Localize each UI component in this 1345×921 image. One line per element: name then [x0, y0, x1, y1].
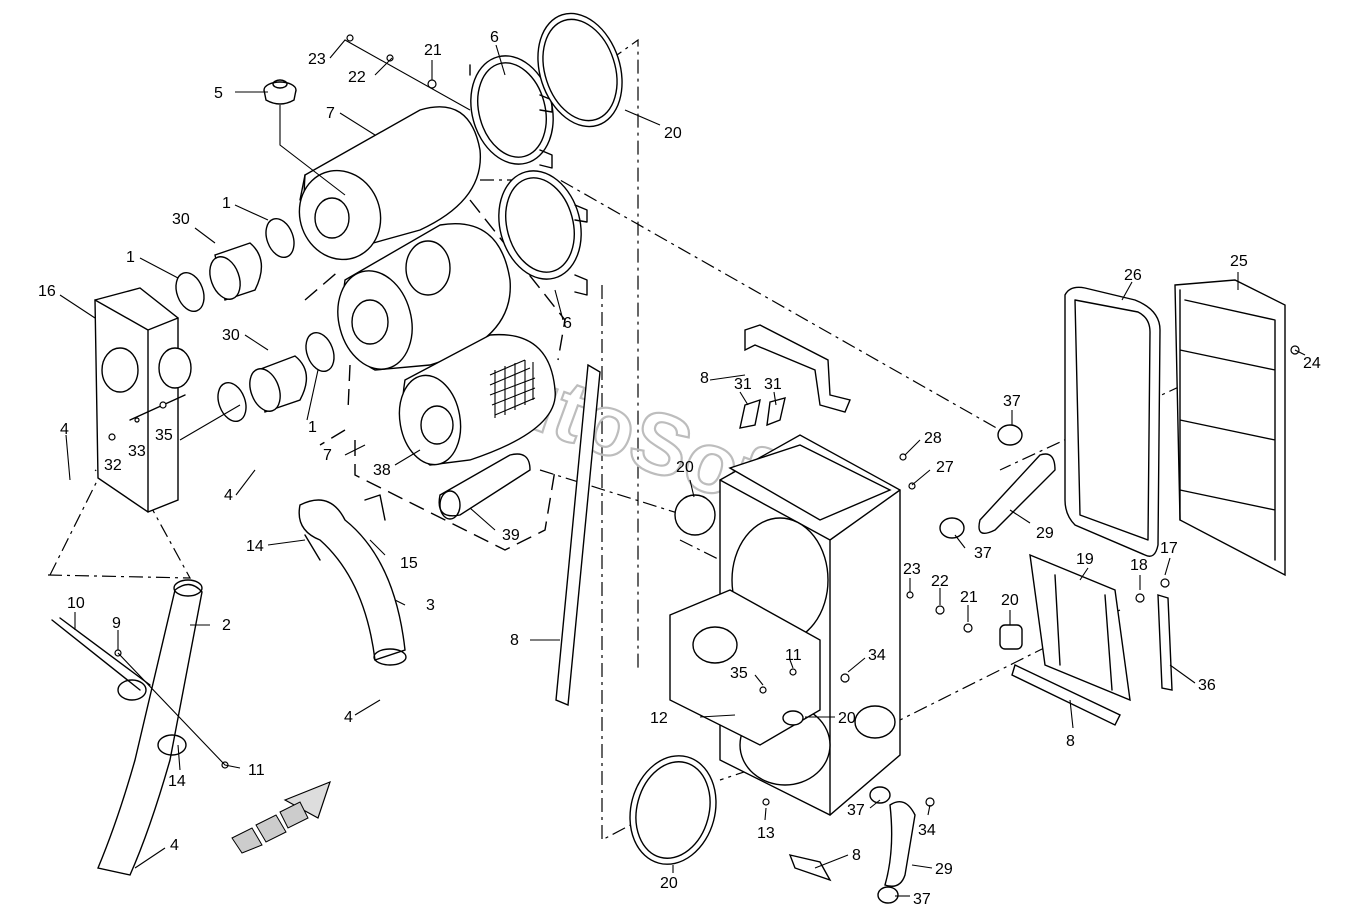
seal-strip-8-bottom	[788, 854, 832, 882]
gasket-ring-mid	[674, 494, 716, 536]
callout-30-upper: 30	[172, 211, 190, 228]
callout-20-square: 20	[1001, 592, 1019, 609]
callout-22-top: 22	[348, 69, 366, 86]
callout-24: 24	[1303, 355, 1321, 372]
callout-10: 10	[67, 595, 85, 612]
callout-38: 38	[373, 462, 391, 479]
seal-frame-26	[1064, 286, 1161, 557]
gasket-ring-bottom	[629, 755, 717, 865]
rubber-couplings	[209, 242, 308, 413]
seal-strip-top	[744, 324, 851, 413]
callout-3: 3	[426, 597, 435, 614]
callout-36: 36	[1198, 677, 1216, 694]
callout-5: 5	[214, 85, 223, 102]
callout-8-right: 8	[1066, 733, 1075, 750]
callout-37-right: 37	[974, 545, 992, 562]
callout-28: 28	[924, 430, 942, 447]
callout-37-bottom: 37	[847, 802, 865, 819]
callout-21-top: 21	[424, 42, 442, 59]
seal-strip-8-right	[1011, 664, 1121, 726]
mounting-band-lower	[498, 170, 588, 296]
callout-30-lower: 30	[222, 327, 240, 344]
gasket-square-20	[999, 624, 1023, 650]
callout-2: 2	[222, 617, 231, 634]
callout-35-left: 35	[155, 427, 173, 444]
mounting-band-upper	[469, 55, 554, 169]
hose-29-lower	[869, 786, 916, 904]
callout-22-right: 22	[931, 573, 949, 590]
callout-labels: 23 22 21 6 20 5 7 1 30 1 16 30 6 4 32 33…	[38, 29, 1321, 908]
callout-1-left: 1	[126, 249, 135, 266]
callout-35-right: 35	[730, 665, 748, 682]
grille-frame-25	[1174, 279, 1286, 577]
intake-tube-39	[438, 453, 531, 520]
air-cleaner-lower	[337, 223, 511, 371]
callout-8-bottom: 8	[852, 847, 861, 864]
callout-14-bottom: 14	[168, 773, 186, 790]
callout-7-upper: 7	[326, 105, 335, 122]
callout-20-top: 20	[664, 125, 682, 142]
callout-29-right: 29	[1036, 525, 1054, 542]
callout-20-bottom: 20	[660, 875, 678, 892]
callout-20-mid: 20	[676, 459, 694, 476]
cover-plate-19	[1029, 553, 1131, 702]
callout-8-strip: 8	[510, 632, 519, 649]
callout-15: 15	[400, 555, 418, 572]
callout-1-lower: 1	[308, 419, 317, 436]
callout-37-top: 37	[1003, 393, 1021, 410]
callout-4-left: 4	[60, 421, 69, 438]
filter-mesh	[489, 359, 536, 418]
callout-26: 26	[1124, 267, 1142, 284]
callout-11-right: 11	[785, 647, 802, 664]
callout-12: 12	[650, 710, 668, 727]
callout-31-right: 31	[764, 376, 782, 393]
main-housing	[669, 434, 901, 816]
seal-strip-vertical	[555, 363, 601, 707]
callout-34-mid: 34	[868, 647, 886, 664]
gasket-oval-small	[782, 710, 804, 726]
elbow-tube	[298, 494, 407, 666]
callout-16: 16	[38, 283, 56, 300]
callout-18: 18	[1130, 557, 1148, 574]
clips-31	[739, 397, 786, 429]
callout-25: 25	[1230, 253, 1248, 270]
callout-7-lower: 7	[323, 447, 332, 464]
seal-strip-36	[1157, 594, 1173, 691]
callout-39: 39	[502, 527, 520, 544]
hose-clamps-left	[175, 217, 335, 423]
air-cleaner-upper	[298, 106, 482, 261]
callout-13: 13	[757, 825, 775, 842]
rain-cap	[263, 79, 346, 196]
callout-32: 32	[104, 457, 122, 474]
callout-4-mid: 4	[224, 487, 233, 504]
gasket-ring-top	[537, 12, 623, 128]
callout-37-lowest: 37	[913, 891, 931, 908]
callout-29-bottom: 29	[935, 861, 953, 878]
callout-27: 27	[936, 459, 954, 476]
callout-11-left: 11	[248, 762, 265, 779]
callout-23-right: 23	[903, 561, 921, 578]
callout-9: 9	[112, 615, 121, 632]
leader-lines	[59, 39, 1306, 897]
callout-4-bottom-mid: 4	[344, 709, 353, 726]
callout-31-left: 31	[734, 376, 752, 393]
callout-6-top: 6	[490, 29, 499, 46]
pre-cleaner-box	[94, 287, 192, 513]
callout-21-right: 21	[960, 589, 978, 606]
callout-4-bottom: 4	[170, 837, 179, 854]
callout-6-lower: 6	[563, 315, 572, 332]
hose-29-upper	[939, 424, 1056, 539]
callout-23-top: 23	[308, 51, 326, 68]
callout-20-housing: 20	[838, 710, 856, 727]
callout-8-top: 8	[700, 370, 709, 387]
callout-1-upper: 1	[222, 195, 231, 212]
callout-34-bottom: 34	[918, 822, 936, 839]
direction-arrow	[231, 780, 331, 854]
callout-17: 17	[1160, 540, 1178, 557]
callout-14-mid: 14	[246, 538, 264, 555]
callout-19: 19	[1076, 551, 1094, 568]
filter-element	[398, 333, 556, 466]
callout-33: 33	[128, 443, 146, 460]
